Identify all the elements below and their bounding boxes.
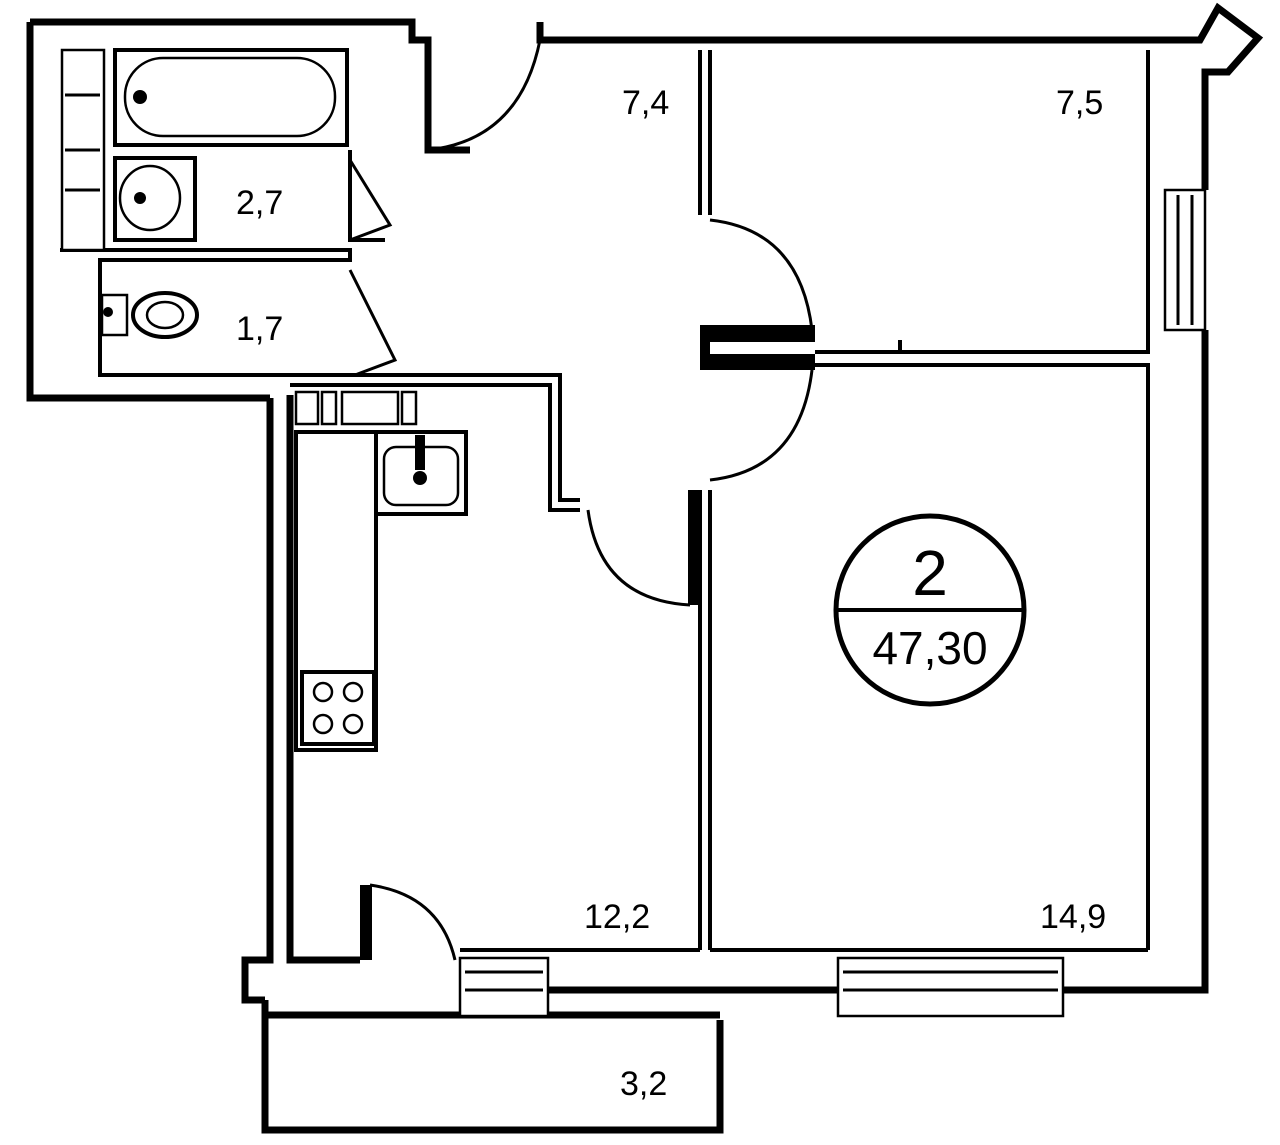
kitchen-fixtures	[294, 390, 468, 752]
inner-walls	[60, 50, 1150, 952]
window-living	[836, 956, 1065, 1018]
outer-walls	[26, 2, 1264, 1134]
bathtub-drain-icon	[133, 90, 147, 104]
room-area-bedroom: 7,5	[1056, 84, 1103, 122]
room-area-living: 14,9	[1040, 898, 1106, 936]
room-area-hall: 7,4	[622, 84, 669, 122]
sink-drain-icon	[413, 471, 427, 485]
room-area-kitchen: 12,2	[584, 898, 650, 936]
room-count: 2	[912, 537, 948, 609]
burner-icon	[312, 713, 334, 735]
wc-fixtures	[100, 291, 199, 339]
burner-icon	[342, 681, 364, 703]
window-bedroom	[1163, 188, 1207, 332]
burner-icon	[342, 713, 364, 735]
washbasin-drain-icon	[134, 192, 146, 204]
door-swings	[348, 39, 814, 961]
bathroom-fixtures	[60, 48, 349, 252]
room-labels: 7,4 7,5 2,7 1,7 12,2 14,9 3,2	[236, 84, 1106, 1103]
burner-icon	[312, 681, 334, 703]
room-area-bathroom: 2,7	[236, 184, 283, 222]
stove	[300, 670, 376, 746]
windows	[458, 956, 1065, 1018]
room-area-balcony: 3,2	[620, 1065, 667, 1103]
apartment-badge: 2 47,30	[833, 513, 1027, 707]
total-area: 47,30	[872, 622, 987, 674]
room-area-wc: 1,7	[236, 310, 283, 348]
window-kitchen	[458, 956, 550, 1018]
